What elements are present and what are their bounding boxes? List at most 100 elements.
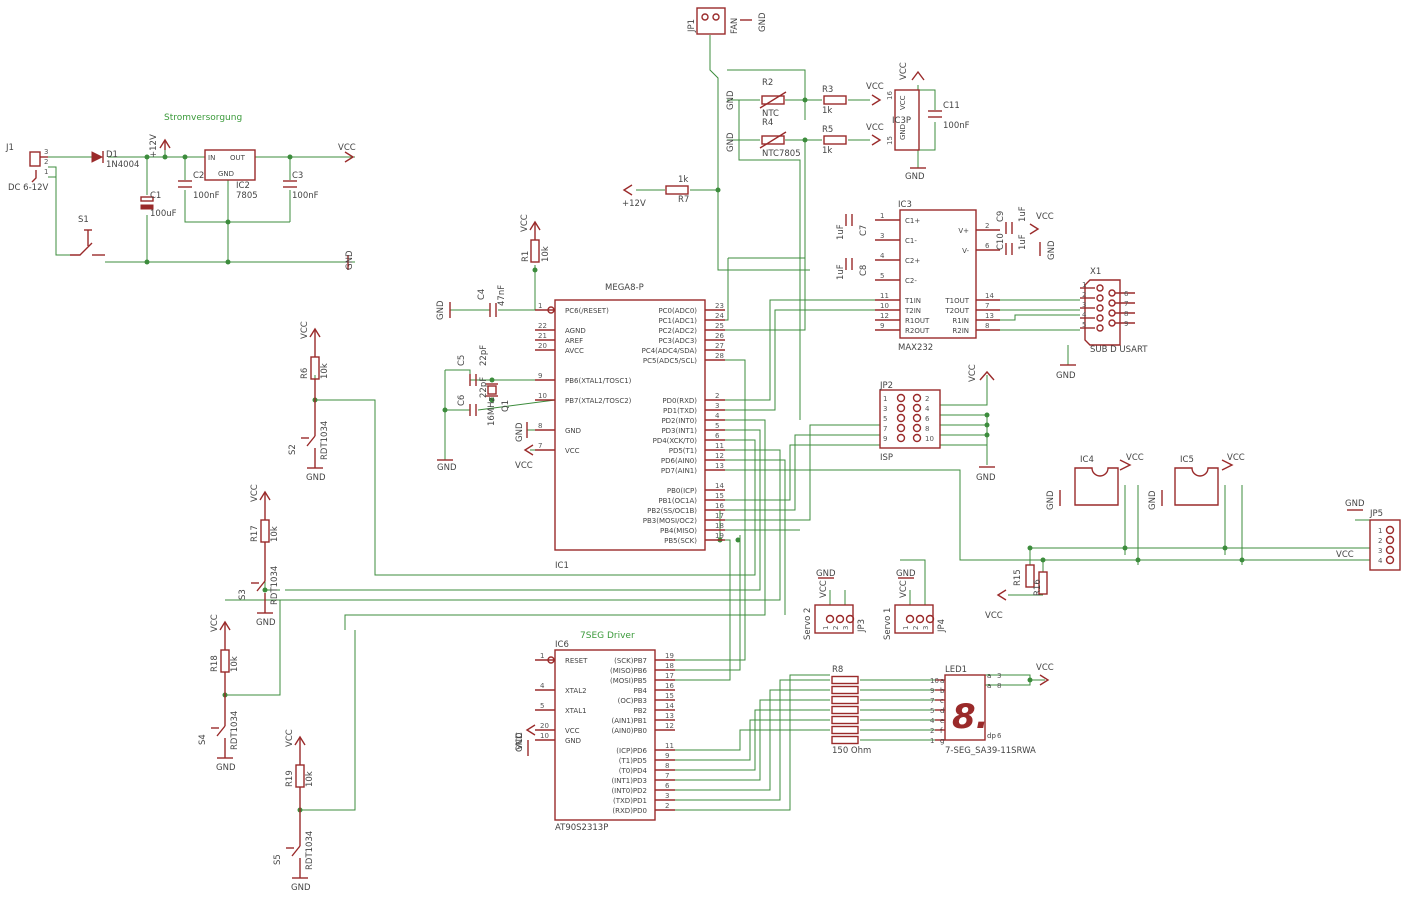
- mega8-pin-num: 19: [715, 532, 724, 540]
- jp4-servo-label: Servo 1: [883, 608, 893, 640]
- at90-section: 7SEG Driver IC6 AT90S2313P 1RESET4XTAL25…: [515, 631, 675, 833]
- max232-pin-num: 2: [985, 222, 989, 230]
- max232-pin-name: C2-: [905, 277, 917, 285]
- gnd-label-isp: GND: [976, 473, 996, 483]
- mega8-pin-num: 25: [715, 322, 724, 330]
- j1-label: J1: [5, 143, 14, 153]
- max232-value: MAX232: [898, 343, 933, 353]
- isp-pin: 2: [925, 395, 929, 403]
- servo-pin: 1: [902, 626, 910, 630]
- c6-label: C6: [457, 395, 467, 406]
- j1-pin3: 3: [44, 148, 48, 156]
- c9-value: 1uF: [1018, 206, 1028, 222]
- jp4-label: JP4: [937, 619, 947, 633]
- servo-pin: 2: [832, 626, 840, 630]
- at90-pin-name: (MOSI)PB5: [610, 677, 647, 685]
- mega8-pin-name: PB1(OC1A): [658, 497, 697, 505]
- at90-pin-name: RESET: [565, 657, 588, 665]
- r8-segment-resistor: [831, 735, 859, 745]
- gnd-label-power: GND: [345, 250, 355, 270]
- pullup-resistor-label: R18: [210, 655, 220, 672]
- ic3p-15: 15: [886, 136, 894, 145]
- c2-label: C2: [193, 171, 204, 181]
- vcc-label-switch: VCC: [300, 321, 310, 339]
- max232-pin-name: T2OUT: [944, 307, 969, 315]
- mega8-pin-name: PC4(ADC4/SDA): [642, 347, 698, 355]
- switch-label: S2: [288, 444, 298, 455]
- at90-body: [554, 649, 656, 821]
- vcc-label-at90: VCC: [515, 732, 525, 750]
- mega8-pin-name: VCC: [565, 447, 580, 455]
- jp3-servo-label: Servo 2: [803, 608, 813, 640]
- at90-pin-num: 16: [665, 682, 674, 690]
- gnd-label-switch: GND: [291, 883, 311, 893]
- mega8-pin-num: 23: [715, 302, 724, 310]
- jp5-label: JP5: [1369, 509, 1383, 519]
- led-seg-pin-num: 2: [930, 727, 934, 735]
- isp-label: ISP: [880, 453, 893, 463]
- x1-pin: 3: [1082, 301, 1086, 309]
- c1-value: 100uF: [150, 209, 177, 219]
- j1-connector-shape: [29, 151, 41, 167]
- vcc-label-switch: VCC: [250, 484, 260, 502]
- switch-label: S5: [273, 854, 283, 865]
- ic5-label: IC5: [1180, 455, 1194, 465]
- jp5-pin: 2: [1378, 537, 1382, 545]
- mega8-pin-num: 5: [715, 422, 719, 430]
- at90-pin-num: 12: [665, 722, 674, 730]
- led-seg-pin-num: 9: [930, 687, 934, 695]
- r8-segment-resistor: [831, 695, 859, 705]
- switch-type: RDT1034: [230, 711, 240, 750]
- mega8-pin-name: GND: [565, 427, 581, 435]
- gnd-label-at90: GND: [515, 732, 525, 752]
- servo-pin: 3: [842, 626, 850, 630]
- led-seg-pin-num: 7: [930, 697, 934, 705]
- switch-type: RDT1034: [270, 566, 280, 605]
- r16-body: [1038, 571, 1048, 595]
- led-dp-num: 6: [997, 732, 1002, 740]
- mega8-pin-num: 15: [715, 492, 724, 500]
- s1-label: S1: [78, 215, 89, 225]
- c7-label: C7: [859, 225, 869, 236]
- c4-value: 47nF: [497, 285, 507, 306]
- c9-label: C9: [996, 211, 1006, 222]
- vcc-label-r5: VCC: [866, 123, 884, 133]
- mega8-pin-name: AREF: [565, 337, 583, 345]
- q1-value: 16MHz: [487, 396, 497, 426]
- max232-section: IC3 MAX232 1C1+3C1-4C2+5C2-11T1IN10T2IN1…: [836, 200, 1057, 353]
- vcc-label-ic4: VCC: [1126, 453, 1144, 463]
- pullup-resistor-body: [220, 649, 230, 673]
- d1-label: D1: [106, 150, 118, 160]
- led-anode-a2: a: [987, 682, 991, 690]
- isp-pin: 4: [925, 405, 930, 413]
- r2-label: R2: [762, 78, 773, 88]
- vcc-label-r3: VCC: [866, 82, 884, 92]
- at90-pin-num: 13: [665, 712, 674, 720]
- max232-pin-num: 3: [880, 232, 884, 240]
- switch-type: RDT1034: [305, 831, 315, 870]
- max232-pin-num: 11: [880, 292, 889, 300]
- isp-pin: 5: [883, 415, 887, 423]
- c10-value: 1uF: [1018, 234, 1028, 250]
- gnd-label-mega: GND: [515, 422, 525, 442]
- mega8-pin-name: PB0(ICP): [667, 487, 697, 495]
- gnd-label-ic5: GND: [1148, 490, 1158, 510]
- vcc-label-isp: VCC: [968, 364, 978, 382]
- at90-pin-name: GND: [565, 737, 581, 745]
- at90-pin-name: XTAL2: [565, 687, 587, 695]
- led-seg-pin-num: 5: [930, 707, 934, 715]
- vcc-label-ic3p: VCC: [899, 62, 909, 80]
- r8-segment-resistor: [831, 675, 859, 685]
- vcc-label-jp5: VCC: [1336, 550, 1354, 560]
- at90-pin-name: XTAL1: [565, 707, 587, 715]
- led1-digit: 8.: [952, 697, 989, 737]
- r7-value: 1k: [678, 175, 688, 185]
- x1-pin: 7: [1124, 300, 1128, 308]
- r8-segment-resistor: [831, 715, 859, 725]
- jp5-header-body: [1369, 519, 1401, 571]
- pullup-resistor-label: R19: [285, 770, 295, 787]
